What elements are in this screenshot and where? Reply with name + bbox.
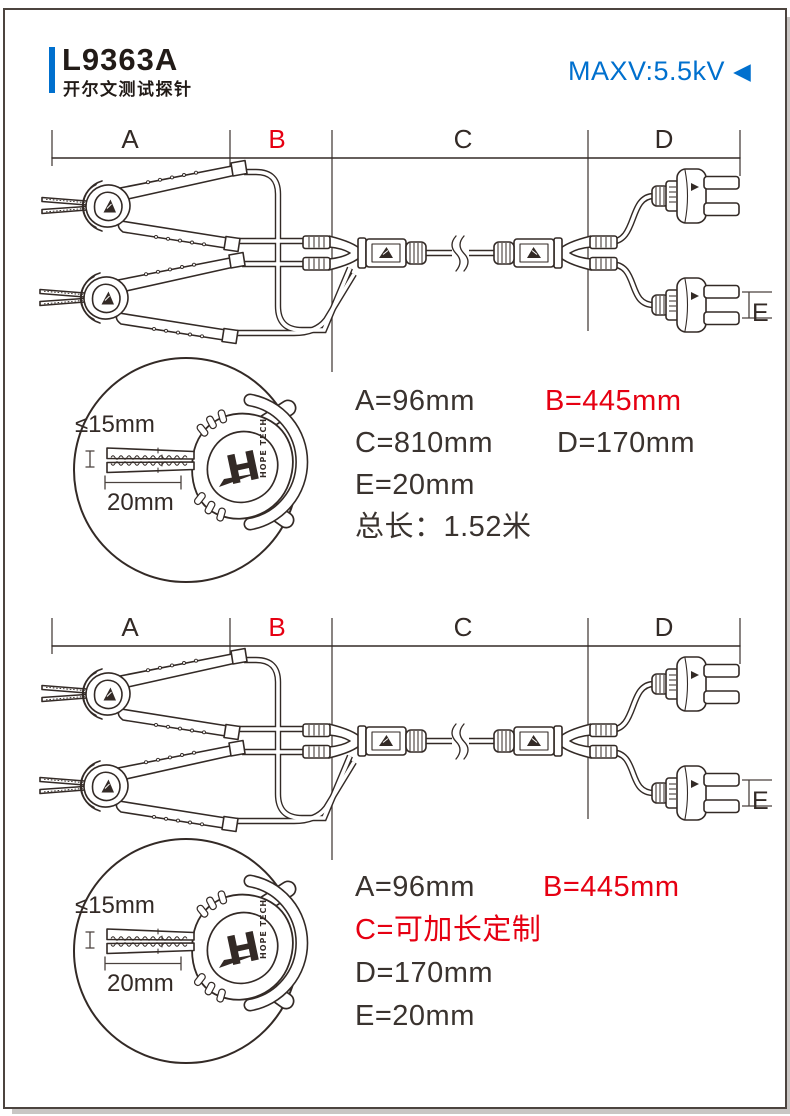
dimensions-custom: A=96mm B=445mm C=可加长定制 D=170mm E=20mm: [355, 866, 679, 1038]
dims-line-4: 总长：1.52米: [355, 506, 695, 548]
max-voltage-label: MAXV:5.5kV: [568, 56, 726, 86]
dim-b: B=445mm: [543, 871, 680, 903]
dims-line-2: C=可加长定制: [355, 909, 679, 952]
dim-a: A=96mm: [355, 385, 475, 417]
dim-a: A=96mm: [355, 871, 475, 903]
product-subtitle: 开尔文测试探针: [63, 80, 193, 99]
dims-line-3: D=170mm: [355, 952, 679, 995]
dims-line-1: A=96mm B=445mm: [355, 380, 695, 422]
dims-line-3: E=20mm: [355, 464, 695, 506]
dim-d: D=170mm: [355, 957, 494, 989]
max-voltage-badge: MAXV:5.5kV ◀: [568, 56, 751, 87]
dims-line-1: A=96mm B=445mm: [355, 866, 679, 909]
brand-accent-bar: [49, 47, 55, 93]
dim-total: 总长：1.52米: [355, 511, 532, 543]
dimensions-standard: A=96mm B=445mm C=810mm D=170mm E=20mm 总长：1…: [355, 380, 695, 548]
cable-diagram-standard: [40, 124, 772, 583]
model-number: L9363A: [62, 42, 179, 77]
dim-d: D=170mm: [557, 427, 696, 459]
dim-e: E=20mm: [355, 1000, 475, 1032]
left-arrow-icon: ◀: [733, 58, 752, 84]
cable-diagram-custom: [40, 612, 772, 1064]
dim-e: E=20mm: [355, 469, 475, 501]
dim-c: C=可加长定制: [355, 914, 542, 946]
dims-line-2: C=810mm D=170mm: [355, 422, 695, 464]
dims-line-4: E=20mm: [355, 995, 679, 1038]
dim-b: B=445mm: [545, 385, 682, 417]
dim-c: C=810mm: [355, 427, 494, 459]
